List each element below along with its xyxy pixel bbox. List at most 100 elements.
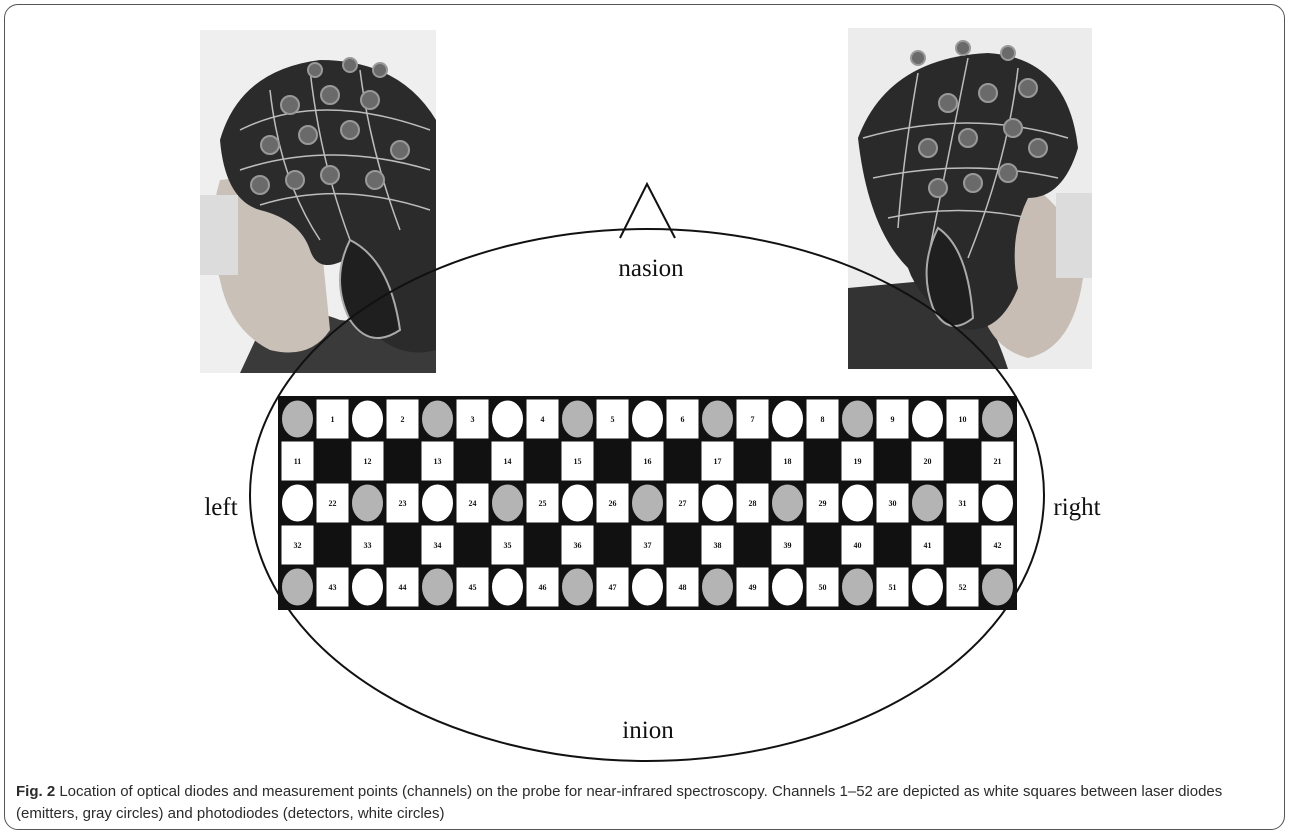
channel-number: 17 [714, 457, 722, 466]
channel-number: 1 [331, 415, 335, 424]
detector-photodiode [492, 400, 524, 438]
emitter-laser-diode [492, 484, 524, 522]
channel-number: 35 [504, 541, 512, 550]
channel-number: 39 [784, 541, 792, 550]
channel-number: 32 [294, 541, 302, 550]
emitter-laser-diode [772, 484, 804, 522]
channel-number: 52 [959, 583, 967, 592]
nasion-label: nasion [618, 255, 684, 282]
channel-number: 9 [891, 415, 895, 424]
grid-gap [945, 440, 980, 482]
emitter-laser-diode [702, 400, 734, 438]
emitter-laser-diode [842, 400, 874, 438]
emitter-laser-diode [842, 568, 874, 606]
channel-number: 8 [821, 415, 825, 424]
channel-number: 37 [644, 541, 652, 550]
detector-photodiode [352, 400, 384, 438]
channel-number: 20 [924, 457, 932, 466]
channel-number: 11 [294, 457, 302, 466]
channel-number: 10 [959, 415, 967, 424]
channel-number: 46 [539, 583, 547, 592]
channel-number: 18 [784, 457, 792, 466]
figure-caption: Fig. 2 Location of optical diodes and me… [16, 781, 1278, 825]
grid-gap [875, 524, 910, 566]
emitter-laser-diode [352, 484, 384, 522]
emitter-laser-diode [422, 568, 454, 606]
grid-gap [805, 524, 840, 566]
emitter-laser-diode [982, 568, 1014, 606]
left-label: left [204, 494, 237, 521]
channel-number: 28 [749, 499, 757, 508]
emitter-laser-diode [282, 568, 314, 606]
grid-gap [525, 440, 560, 482]
grid-gap [595, 524, 630, 566]
channel-number: 25 [539, 499, 547, 508]
grid-gap [735, 524, 770, 566]
channel-number: 50 [819, 583, 827, 592]
channel-number: 42 [994, 541, 1002, 550]
channel-number: 4 [541, 415, 545, 424]
channel-number: 41 [924, 541, 932, 550]
channel-number: 47 [609, 583, 617, 592]
channel-number: 34 [434, 541, 442, 550]
grid-gap [455, 440, 490, 482]
grid-gap [385, 524, 420, 566]
emitter-laser-diode [562, 400, 594, 438]
inion-label: inion [622, 717, 674, 744]
grid-gap [315, 524, 350, 566]
channel-number: 19 [854, 457, 862, 466]
emitter-laser-diode [422, 400, 454, 438]
detector-photodiode [352, 568, 384, 606]
channel-number: 16 [644, 457, 652, 466]
channel-number: 2 [401, 415, 405, 424]
grid-gap [315, 440, 350, 482]
detector-photodiode [632, 568, 664, 606]
detector-photodiode [842, 484, 874, 522]
detector-photodiode [982, 484, 1014, 522]
detector-photodiode [282, 484, 314, 522]
detector-photodiode [632, 400, 664, 438]
emitter-laser-diode [982, 400, 1014, 438]
caption-text: Location of optical diodes and measureme… [16, 783, 1222, 822]
channel-number: 22 [329, 499, 337, 508]
channel-number: 6 [681, 415, 685, 424]
right-label: right [1053, 494, 1100, 521]
grid-gap [595, 440, 630, 482]
channel-number: 49 [749, 583, 757, 592]
grid-gap [665, 440, 700, 482]
channel-number: 13 [434, 457, 442, 466]
figure-label: Fig. 2 [16, 783, 55, 800]
probe-grid: 1234567891011121314151617181920212223242… [278, 396, 1017, 610]
grid-gap [385, 440, 420, 482]
channel-number: 24 [469, 499, 477, 508]
detector-photodiode [422, 484, 454, 522]
emitter-laser-diode [632, 484, 664, 522]
channel-number: 27 [679, 499, 687, 508]
detector-photodiode [772, 400, 804, 438]
channel-number: 30 [889, 499, 897, 508]
emitter-laser-diode [282, 400, 314, 438]
channel-number: 33 [364, 541, 372, 550]
emitter-laser-diode [562, 568, 594, 606]
channel-number: 3 [471, 415, 475, 424]
grid-gap [455, 524, 490, 566]
channel-number: 38 [714, 541, 722, 550]
grid-gap [735, 440, 770, 482]
detector-photodiode [702, 484, 734, 522]
channel-number: 31 [959, 499, 967, 508]
grid-gap [805, 440, 840, 482]
channel-number: 7 [751, 415, 755, 424]
emitter-laser-diode [912, 484, 944, 522]
channel-number: 29 [819, 499, 827, 508]
detector-photodiode [492, 568, 524, 606]
detector-photodiode [912, 568, 944, 606]
channel-number: 26 [609, 499, 617, 508]
detector-photodiode [772, 568, 804, 606]
channel-number: 14 [504, 457, 512, 466]
grid-gap [665, 524, 700, 566]
channel-number: 51 [889, 583, 897, 592]
channel-number: 43 [329, 583, 337, 592]
channel-number: 48 [679, 583, 687, 592]
channel-number: 45 [469, 583, 477, 592]
